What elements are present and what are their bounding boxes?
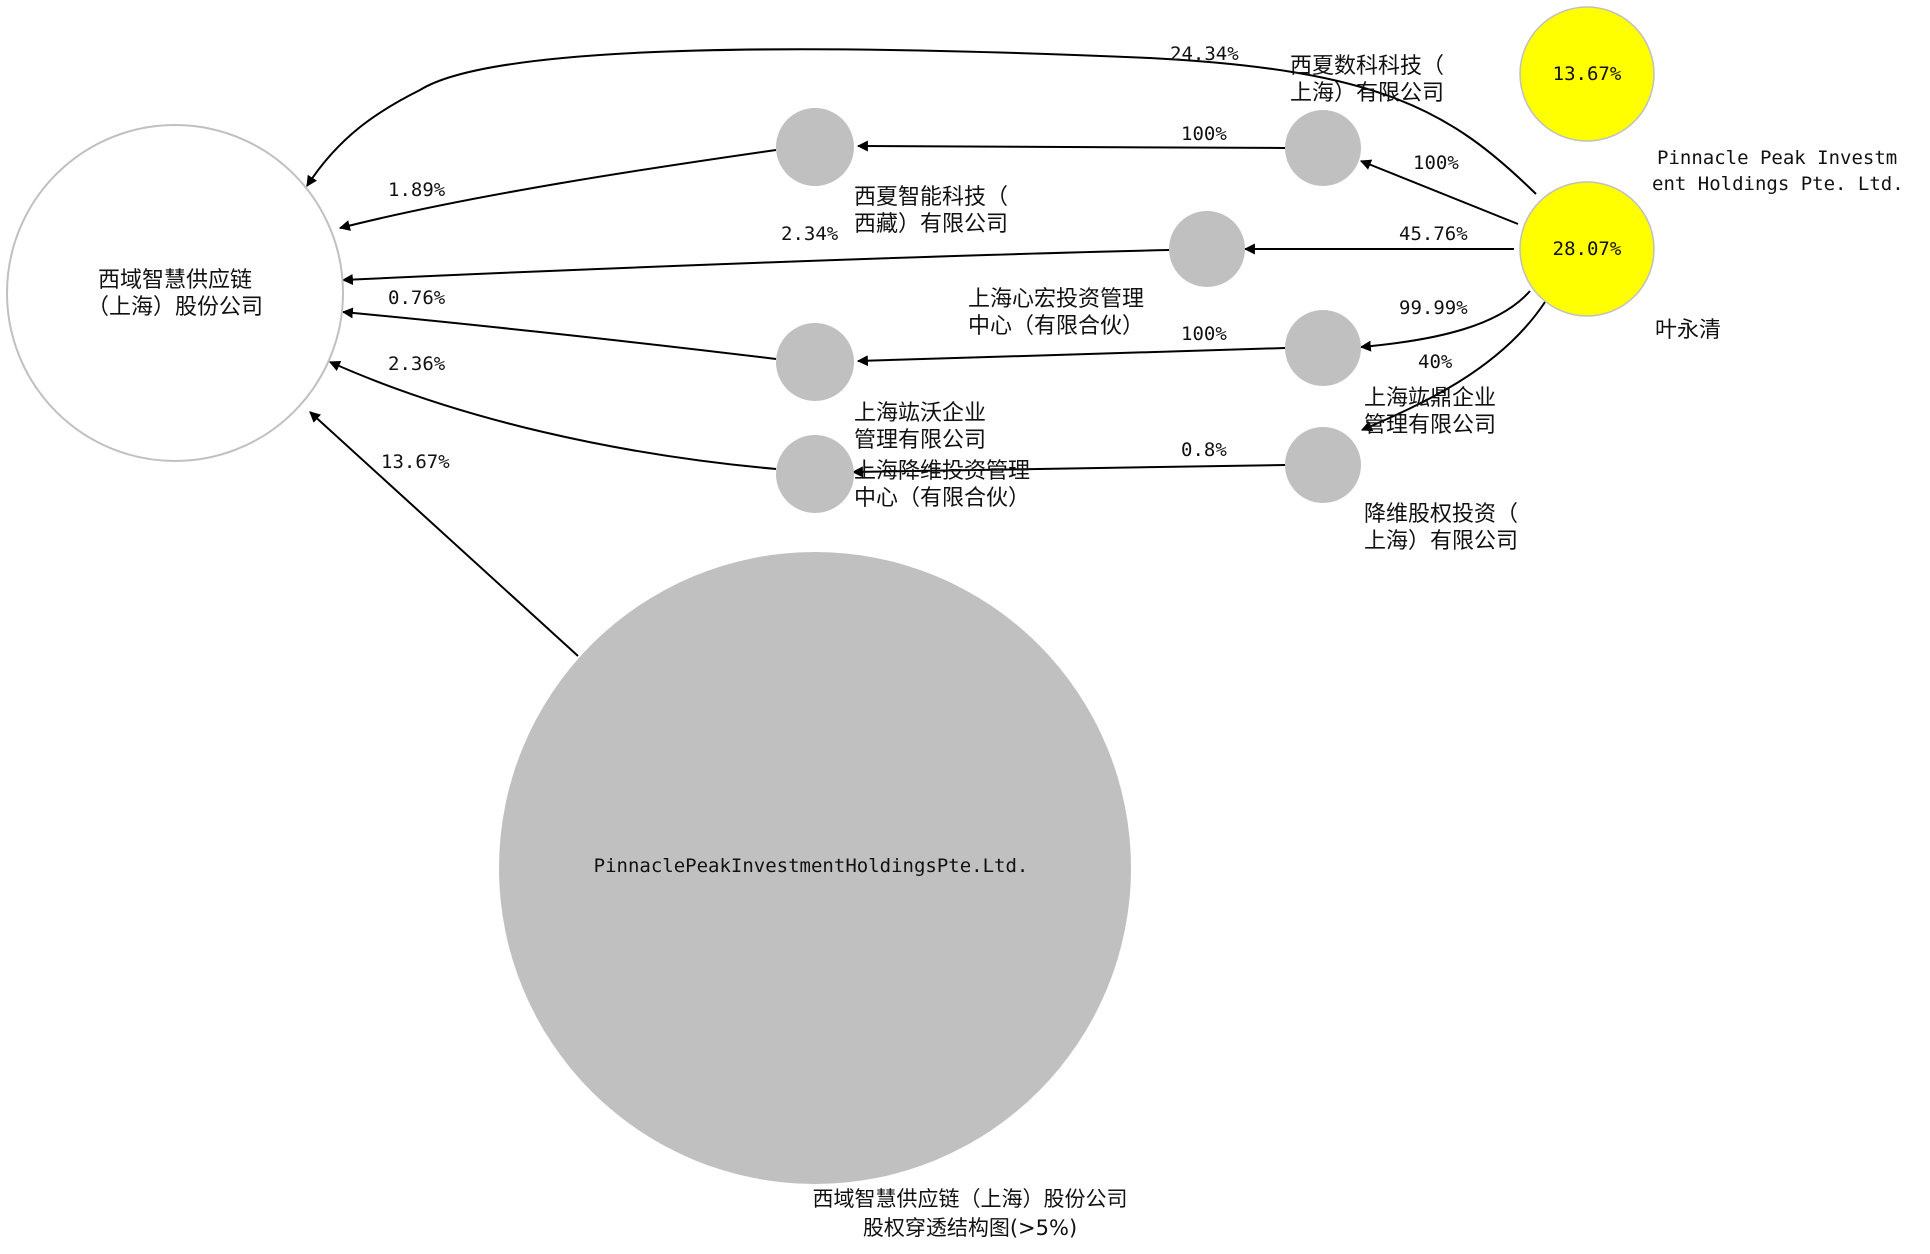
- xixia-shuke-line2: 上海）有限公司: [1290, 81, 1444, 106]
- pinnacle-name-line2: ent Holdings Pte. Ltd.: [1652, 173, 1904, 195]
- edge-big-to-target: [309, 411, 579, 657]
- xinhong-line1: 上海心宏投资管理: [968, 287, 1144, 312]
- pinnacle-name-line1: Pinnacle Peak Investm: [1657, 147, 1897, 169]
- diagram-title-line1: 西域智慧供应链（上海）股份公司: [813, 1187, 1128, 1211]
- edge-label-jiangwei-mgmt-to-target: 2.36%: [388, 353, 446, 375]
- edge-shuke-to-zhineng: [856, 140, 1286, 152]
- big-holder-label: PinnaclePeakInvestmentHoldingsPte.Ltd.: [594, 855, 1029, 877]
- edge-equity-to-mgmt: [851, 464, 1286, 478]
- xixia-shuke-node[interactable]: [1285, 110, 1361, 186]
- edge-label-ye-to-shuke: 100%: [1413, 152, 1459, 174]
- edge-label-ye-to-target: 24.34%: [1170, 43, 1239, 65]
- edge-label-shuke-to-zhineng: 100%: [1181, 123, 1227, 145]
- edge-label-hongwo-to-target: 0.76%: [388, 287, 446, 309]
- xinhong-line2: 中心（有限合伙）: [968, 314, 1144, 339]
- jiangwei-equity-line2: 上海）有限公司: [1364, 529, 1518, 554]
- pinnacle-pct-label: 13.67%: [1553, 63, 1622, 85]
- jiangwei-equity-node[interactable]: [1285, 427, 1361, 503]
- hongding-node[interactable]: [1285, 310, 1361, 386]
- edge-label-ye-to-jiangwei-equity: 40%: [1418, 351, 1453, 373]
- edge-label-zhineng-to-target: 1.89%: [388, 179, 446, 201]
- jiangwei-mgmt-line2: 中心（有限合伙）: [854, 486, 1030, 511]
- edge-ye-to-jiangwei-equity: [1360, 301, 1546, 432]
- edge-zhineng-to-target: [338, 149, 777, 231]
- edge-label-equity-to-mgmt: 0.8%: [1181, 439, 1227, 461]
- ye-pct-label: 28.07%: [1553, 238, 1622, 260]
- xixia-zhineng-node[interactable]: [776, 108, 854, 186]
- edge-label-ye-to-hongding: 99.99%: [1399, 297, 1468, 319]
- target-name-line2: （上海）股份公司: [87, 295, 263, 320]
- jiangwei-mgmt-node[interactable]: [776, 435, 854, 513]
- target-company-node[interactable]: [6, 124, 344, 462]
- edge-label-hongding-to-hongwo: 100%: [1181, 323, 1227, 345]
- xinhong-node[interactable]: [1169, 211, 1245, 287]
- edge-label-xinhong-to-target: 2.34%: [781, 223, 839, 245]
- edge-jiangwei-mgmt-to-target: [328, 361, 777, 470]
- jiangwei-equity-line1: 降维股权投资（: [1364, 502, 1518, 527]
- hongding-line1: 上海竑鼎企业: [1364, 386, 1496, 411]
- hongwo-line2: 管理有限公司: [854, 428, 986, 453]
- xixia-shuke-line1: 西夏数科科技（: [1290, 54, 1444, 79]
- edge-label-ye-to-xinhong: 45.76%: [1399, 223, 1468, 245]
- diagram-title-line2: 股权穿透结构图(>5%): [863, 1216, 1077, 1240]
- hongwo-node[interactable]: [776, 323, 854, 401]
- xixia-zhineng-line1: 西夏智能科技（: [854, 185, 1008, 210]
- big-holder-node[interactable]: [499, 552, 1131, 1184]
- target-name-line1: 西域智慧供应链: [98, 268, 252, 293]
- xixia-zhineng-line2: 西藏）有限公司: [854, 212, 1008, 237]
- ye-name-label: 叶永清: [1655, 318, 1721, 343]
- edge-hongding-to-hongwo: [856, 347, 1286, 367]
- edge-hongwo-to-target: [341, 307, 777, 360]
- ye-yongqing-node[interactable]: [1519, 181, 1655, 317]
- edge-ye-to-target: [306, 48, 1537, 195]
- pinnacle-node[interactable]: [1519, 6, 1655, 142]
- edge-label-big-to-target: 13.67%: [381, 451, 450, 473]
- hongding-line2: 管理有限公司: [1364, 413, 1496, 438]
- edge-xinhong-to-target: [341, 249, 1170, 286]
- edge-ye-to-hongding: [1359, 290, 1531, 352]
- hongwo-line1: 上海竑沃企业: [854, 401, 986, 426]
- jiangwei-mgmt-line1: 上海降维投资管理: [854, 459, 1030, 484]
- edge-ye-to-shuke: [1359, 159, 1519, 225]
